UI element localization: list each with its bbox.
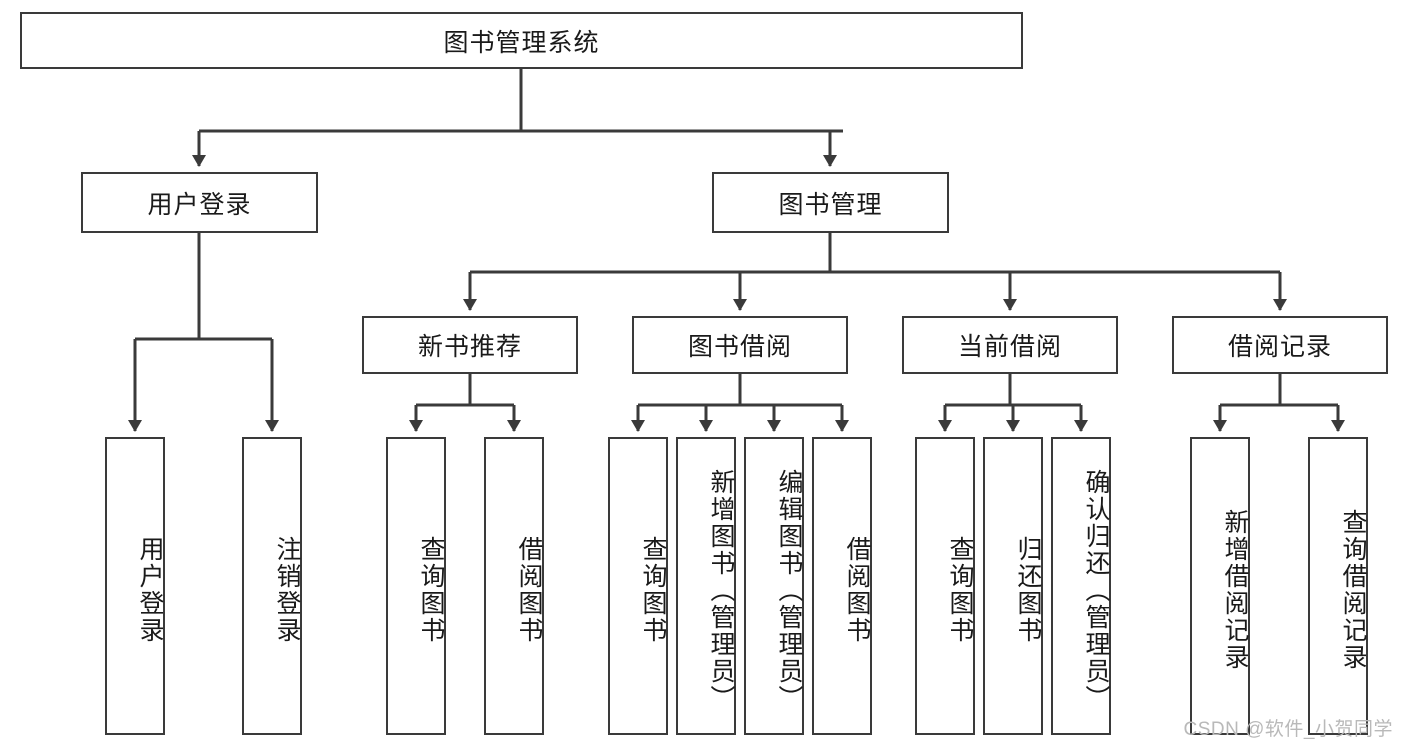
node-leaf-edit-book[interactable]: 编辑图书（管理员） [744, 437, 804, 735]
node-leaf-return-book-label: 归还图书 [1014, 536, 1042, 644]
node-leaf-user-login[interactable]: 用户登录 [105, 437, 165, 735]
node-leaf-return-book[interactable]: 归还图书 [983, 437, 1043, 735]
node-leaf-query-book-rec-label: 查询图书 [417, 536, 445, 644]
node-leaf-edit-book-label: 编辑图书（管理员） [775, 468, 803, 712]
node-leaf-query-book-current[interactable]: 查询图书 [915, 437, 975, 735]
node-leaf-borrow-book[interactable]: 借阅图书 [812, 437, 872, 735]
node-leaf-query-book-rec[interactable]: 查询图书 [386, 437, 446, 735]
node-book-borrow-label: 图书借阅 [687, 333, 792, 361]
watermark-text: CSDN @软件_小贺同学 [1183, 719, 1393, 740]
node-root-label: 图书管理系统 [443, 28, 600, 57]
node-book-manage[interactable]: 图书管理 [712, 172, 949, 233]
node-leaf-add-book[interactable]: 新增图书（管理员） [676, 437, 736, 735]
node-current-borrow-label: 当前借阅 [957, 333, 1062, 361]
node-current-borrow[interactable]: 当前借阅 [902, 316, 1118, 374]
node-leaf-query-book-borrow[interactable]: 查询图书 [608, 437, 668, 735]
node-leaf-confirm-return[interactable]: 确认归还（管理员） [1051, 437, 1111, 735]
node-user-login-label: 用户登录 [147, 190, 252, 219]
node-leaf-user-logout[interactable]: 注销登录 [242, 437, 302, 735]
node-borrow-record[interactable]: 借阅记录 [1172, 316, 1388, 374]
node-leaf-query-book-borrow-label: 查询图书 [639, 536, 667, 644]
node-leaf-add-book-label: 新增图书（管理员） [707, 468, 735, 712]
node-leaf-query-book-current-label: 查询图书 [946, 536, 974, 644]
node-borrow-record-label: 借阅记录 [1227, 333, 1332, 361]
node-leaf-user-logout-label: 注销登录 [273, 536, 301, 644]
node-new-book-rec[interactable]: 新书推荐 [362, 316, 578, 374]
node-root[interactable]: 图书管理系统 [20, 12, 1023, 69]
node-leaf-borrow-book-rec[interactable]: 借阅图书 [484, 437, 544, 735]
node-user-login[interactable]: 用户登录 [81, 172, 318, 233]
node-leaf-borrow-book-rec-label: 借阅图书 [515, 536, 543, 644]
node-leaf-query-record[interactable]: 查询借阅记录 [1308, 437, 1368, 735]
node-book-borrow[interactable]: 图书借阅 [632, 316, 848, 374]
node-leaf-query-record-label: 查询借阅记录 [1339, 509, 1367, 671]
node-leaf-add-record-label: 新增借阅记录 [1221, 509, 1249, 671]
node-new-book-rec-label: 新书推荐 [417, 333, 522, 361]
node-leaf-add-record[interactable]: 新增借阅记录 [1190, 437, 1250, 735]
node-book-manage-label: 图书管理 [778, 190, 883, 219]
node-leaf-user-login-label: 用户登录 [136, 536, 164, 644]
node-leaf-borrow-book-label: 借阅图书 [843, 536, 871, 644]
node-leaf-confirm-return-label: 确认归还（管理员） [1082, 468, 1110, 712]
